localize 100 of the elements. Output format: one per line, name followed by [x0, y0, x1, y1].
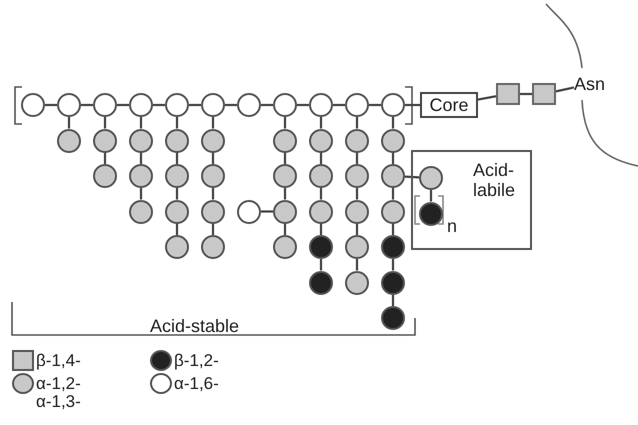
connector-line — [520, 92, 532, 96]
connector-line — [212, 117, 214, 128]
connector-line — [320, 117, 322, 128]
repeat-count: n — [447, 216, 458, 236]
residue-circle — [93, 128, 117, 152]
connector-line — [140, 117, 142, 128]
connector-line — [297, 104, 309, 106]
connector-line — [176, 152, 178, 164]
residue-circle — [381, 164, 405, 188]
residue-circle — [345, 270, 369, 294]
connector-line — [478, 95, 496, 101]
residue-circle — [201, 93, 225, 117]
connector-line — [404, 176, 420, 178]
connector-line — [356, 224, 358, 235]
residue-circle — [309, 164, 333, 188]
residue-circle — [93, 93, 117, 117]
connector-line — [140, 188, 142, 200]
connector-line — [333, 104, 345, 106]
connector-line — [284, 188, 286, 200]
residue-circle — [381, 270, 405, 294]
connector-line — [392, 294, 394, 306]
residue-square — [532, 83, 556, 105]
connector-line — [140, 152, 142, 164]
connector-line — [104, 152, 106, 164]
residue-circle — [381, 235, 405, 259]
residue-circle — [309, 235, 333, 259]
connector-line — [556, 86, 574, 92]
connector-line — [356, 117, 358, 128]
residue-circle — [57, 128, 81, 152]
connector-line — [320, 188, 322, 200]
connector-line — [212, 188, 214, 200]
connector-line — [320, 224, 322, 235]
residue-circle — [381, 200, 405, 224]
connector-line — [81, 104, 93, 106]
residue-circle — [419, 202, 443, 226]
region-box — [411, 150, 532, 250]
connector-line — [356, 152, 358, 164]
connector-line — [430, 190, 432, 202]
residue-circle — [381, 306, 405, 330]
region-label: Acid-labile — [473, 160, 516, 200]
residue-circle — [165, 93, 189, 117]
residue-circle — [309, 93, 333, 117]
residue-circle — [419, 166, 443, 190]
residue-circle — [57, 93, 81, 117]
legend-label: α-1,2- α-1,3- — [36, 375, 82, 411]
residue-circle — [129, 200, 153, 224]
connector-line — [392, 224, 394, 235]
residue-circle — [129, 164, 153, 188]
connector-line — [261, 104, 273, 106]
connector-line — [392, 152, 394, 164]
residue-circle — [345, 128, 369, 152]
connector-line — [392, 117, 394, 128]
residue-circle — [273, 128, 297, 152]
connector-line — [405, 104, 420, 106]
residue-circle — [129, 128, 153, 152]
residue-circle — [165, 164, 189, 188]
connector-line — [117, 104, 129, 106]
residue-circle — [201, 200, 225, 224]
residue-circle — [201, 164, 225, 188]
residue-circle — [237, 200, 261, 224]
residue-circle — [309, 270, 333, 294]
legend-label: β-1,2- — [174, 352, 220, 370]
residue-circle — [21, 93, 45, 117]
residue-circle — [237, 93, 261, 117]
connector-line — [392, 259, 394, 270]
connector-line — [212, 152, 214, 164]
residue-circle — [381, 128, 405, 152]
connector-line — [356, 259, 358, 270]
residue-circle — [165, 128, 189, 152]
connector-line — [369, 104, 381, 106]
connector-line — [225, 104, 237, 106]
legend-label: β-1,4- — [36, 352, 82, 370]
connector-line — [153, 104, 165, 106]
residue-circle — [273, 200, 297, 224]
residue-circle — [345, 93, 369, 117]
residue-circle — [381, 93, 405, 117]
residue-circle — [309, 200, 333, 224]
connector-line — [45, 104, 57, 106]
residue-circle — [129, 93, 153, 117]
connector-line — [176, 224, 178, 235]
core-box: Core — [420, 92, 478, 118]
connector-line — [189, 104, 201, 106]
connector-line — [284, 152, 286, 164]
connector-line — [320, 152, 322, 164]
residue-circle — [345, 235, 369, 259]
residue-circle — [345, 164, 369, 188]
connector-line — [356, 188, 358, 200]
residue-circle — [273, 164, 297, 188]
connector-line — [104, 117, 106, 128]
residue-square — [496, 83, 520, 105]
residue-circle — [273, 93, 297, 117]
residue-circle — [93, 164, 117, 188]
connector-line — [284, 117, 286, 128]
connector-line — [261, 210, 273, 213]
residue-circle — [201, 235, 225, 259]
residue-circle — [201, 128, 225, 152]
connector-line — [68, 117, 70, 128]
residue-circle — [165, 235, 189, 259]
region-label: Acid-stable — [150, 316, 240, 336]
connector-line — [176, 188, 178, 200]
